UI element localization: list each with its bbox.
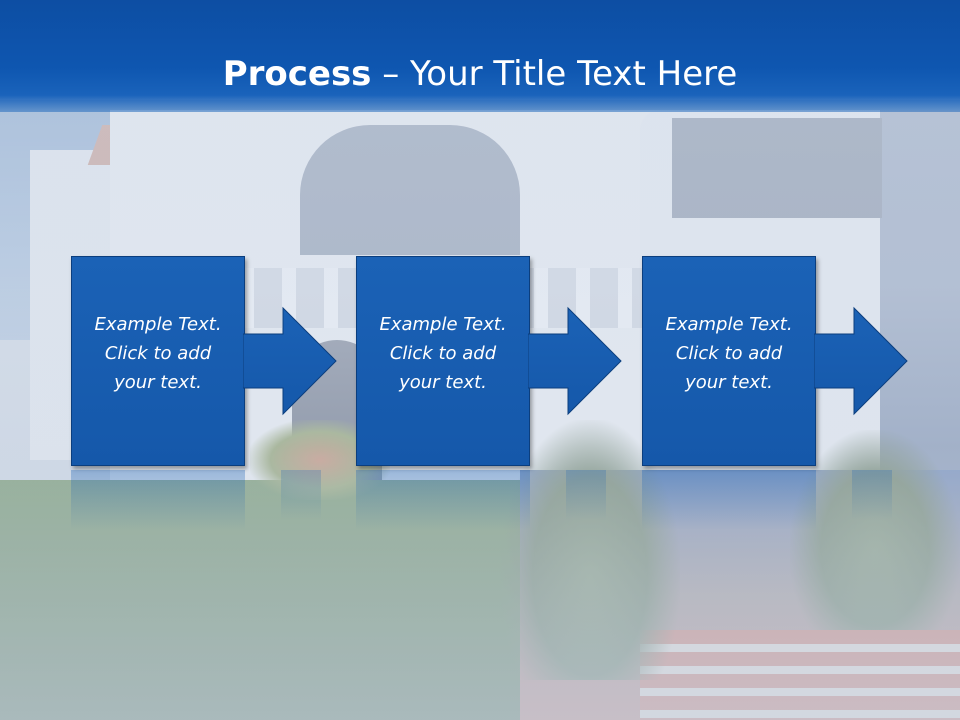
- step-text-line: Example Text.: [665, 314, 793, 335]
- step-text[interactable]: Example Text. Click to add your text.: [642, 310, 816, 397]
- process-step-1[interactable]: Example Text. Click to add your text.: [71, 256, 339, 530]
- step-text-line: your text.: [114, 372, 202, 393]
- title-bold: Process: [222, 54, 372, 94]
- step-text-line: Example Text.: [379, 314, 507, 335]
- right-arrow-icon: [814, 306, 908, 416]
- right-arrow-icon: [243, 306, 337, 416]
- title-rest: – Your Title Text Here: [371, 54, 738, 94]
- step-text-line: Click to add: [104, 343, 212, 364]
- process-step-3[interactable]: Example Text. Click to add your text.: [642, 256, 910, 530]
- right-arrow-icon: [528, 306, 622, 416]
- step-text[interactable]: Example Text. Click to add your text.: [356, 310, 530, 397]
- step-text-line: Example Text.: [94, 314, 222, 335]
- step-box[interactable]: [356, 256, 530, 466]
- step-text-line: your text.: [685, 372, 773, 393]
- arrow-reflection: [852, 470, 892, 520]
- step-box[interactable]: [71, 256, 245, 466]
- step-text-line: your text.: [399, 372, 487, 393]
- step-text[interactable]: Example Text. Click to add your text.: [71, 310, 245, 397]
- step-reflection: [642, 470, 816, 530]
- title-bar: Process – Your Title Text Here: [0, 0, 960, 112]
- process-step-2[interactable]: Example Text. Click to add your text.: [356, 256, 624, 530]
- slide-title[interactable]: Process – Your Title Text Here: [0, 52, 960, 96]
- step-reflection: [356, 470, 530, 530]
- step-text-line: Click to add: [675, 343, 783, 364]
- arrow-reflection: [566, 470, 606, 520]
- step-text-line: Click to add: [389, 343, 497, 364]
- step-reflection: [71, 470, 245, 530]
- arrow-reflection: [281, 470, 321, 520]
